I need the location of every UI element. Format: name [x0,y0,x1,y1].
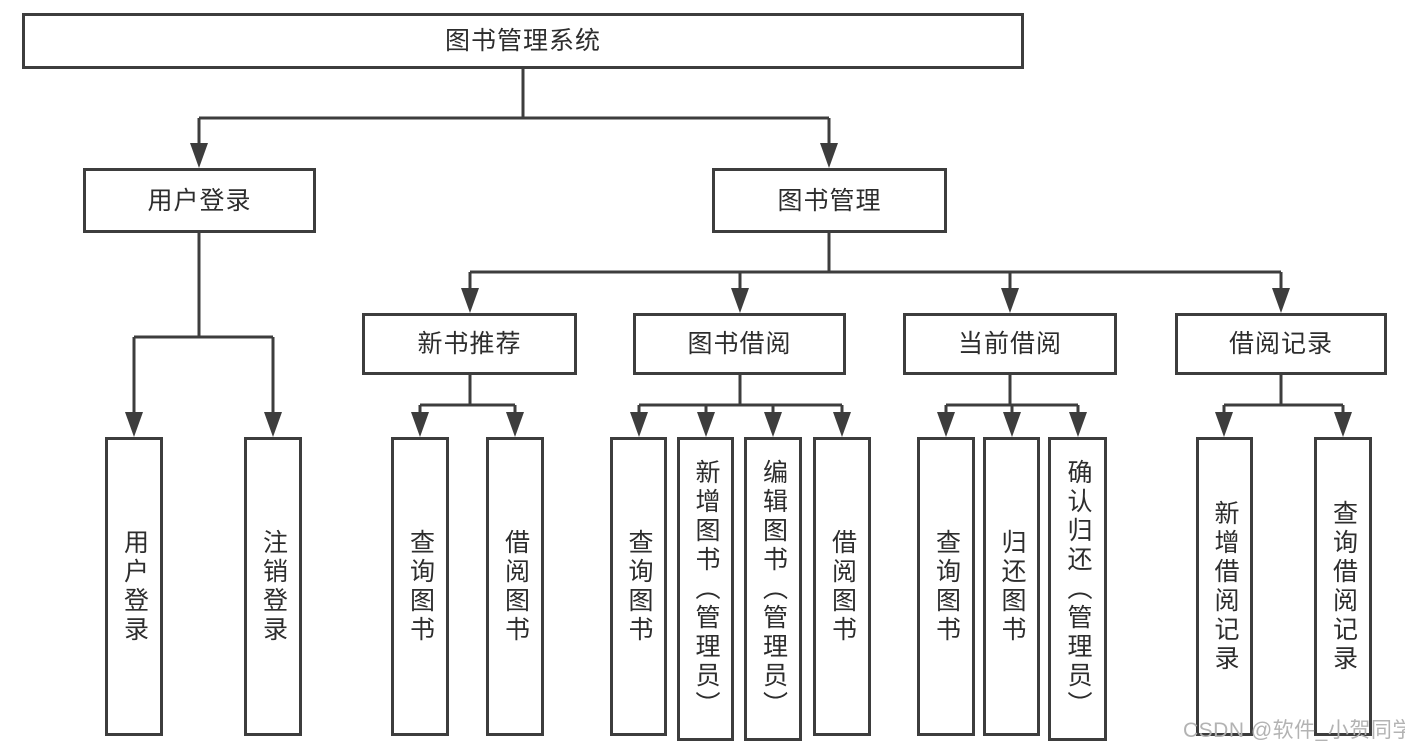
node-label: 用户登录 [147,186,252,215]
leaf-add-borrow-record: 新增借阅记录 [1196,437,1253,736]
leaf-label: 借阅图书 [828,528,857,645]
leaf-label: 借阅图书 [501,528,530,645]
leaf-label: 查询借阅记录 [1329,499,1358,674]
node-user-login: 用户登录 [83,168,316,233]
node-book-borrowing: 图书借阅 [633,313,846,375]
node-new-book-recommend: 新书推荐 [362,313,577,375]
leaf-label: 归还图书 [998,528,1026,645]
node-current-borrowing: 当前借阅 [903,313,1117,375]
leaf-logout: 注销登录 [244,437,302,736]
leaf-label: 确认归还（管理员） [1064,458,1092,720]
leaf-user-login: 用户登录 [105,437,163,736]
leaf-query-book-3: 查询图书 [917,437,975,736]
node-label: 借阅记录 [1228,330,1333,358]
leaf-add-book-admin: 新增图书（管理员） [677,437,734,741]
leaf-confirm-return-admin: 确认归还（管理员） [1048,437,1107,741]
leaf-label: 新增借阅记录 [1211,499,1239,674]
leaf-label: 新增图书（管理员） [692,458,720,720]
leaf-label: 查询图书 [625,528,653,645]
node-borrowing-records: 借阅记录 [1175,313,1387,375]
csdn-watermark: CSDN @软件_小贺同学 [1183,719,1405,742]
leaf-label: 查询图书 [406,528,435,645]
node-library-management-system: 图书管理系统 [22,13,1024,69]
leaf-edit-book-admin: 编辑图书（管理员） [744,437,802,741]
node-label: 新书推荐 [417,330,522,358]
leaf-label: 编辑图书（管理员） [759,458,788,720]
leaf-label: 注销登录 [259,528,288,645]
leaf-label: 用户登录 [120,528,149,645]
node-label: 图书管理系统 [444,27,601,55]
node-label: 当前借阅 [957,330,1062,358]
node-label: 图书管理 [777,186,882,215]
leaf-return-book: 归还图书 [983,437,1040,736]
leaf-query-borrow-record: 查询借阅记录 [1314,437,1372,736]
leaf-query-book-1: 查询图书 [391,437,449,736]
node-book-management: 图书管理 [712,168,947,233]
leaf-borrow-book-2: 借阅图书 [813,437,871,736]
leaf-query-book-2: 查询图书 [610,437,667,736]
node-label: 图书借阅 [687,330,792,358]
leaf-label: 查询图书 [932,528,961,645]
leaf-borrow-book-1: 借阅图书 [486,437,544,736]
